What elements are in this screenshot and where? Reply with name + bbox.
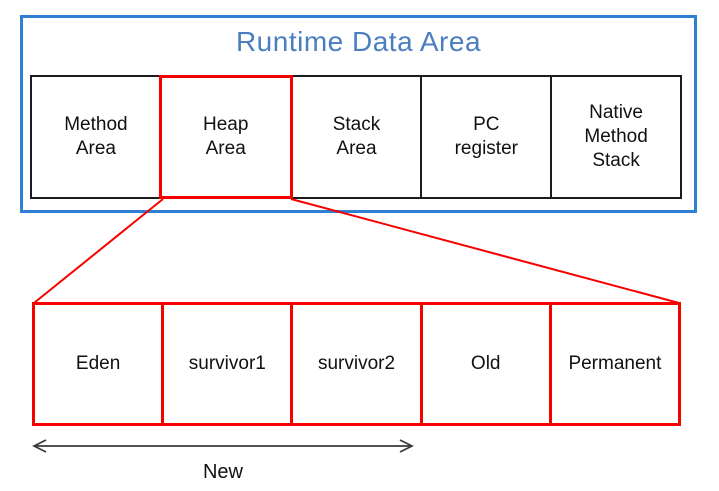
diagram-title: Runtime Data Area <box>235 26 482 57</box>
arrowhead-left-icon <box>32 439 47 453</box>
heap-connector-right-line <box>290 198 680 304</box>
heap-cell-eden: Eden <box>32 302 165 426</box>
runtime-cells-row: Method Area Heap Area Stack Area PC regi… <box>30 75 682 199</box>
heap-cell-old: Old <box>419 302 552 426</box>
arrowhead-right-icon <box>399 439 414 453</box>
heap-detail-row: Eden survivor1 survivor2 Old Permanent <box>32 302 682 426</box>
runtime-cell-pc-register: PC register <box>420 75 553 199</box>
runtime-cell-heap-area: Heap Area <box>158 75 293 199</box>
heap-connector-left-line <box>33 198 164 304</box>
heap-cell-survivor1: survivor1 <box>161 302 294 426</box>
runtime-cell-method-area: Method Area <box>30 75 162 199</box>
runtime-cell-stack-area: Stack Area <box>290 75 423 199</box>
runtime-cell-native-method-stack: Native Method Stack <box>550 75 682 199</box>
heap-cell-permanent: Permanent <box>548 302 682 426</box>
new-generation-label: New <box>202 461 243 483</box>
heap-cell-survivor2: survivor2 <box>290 302 423 426</box>
